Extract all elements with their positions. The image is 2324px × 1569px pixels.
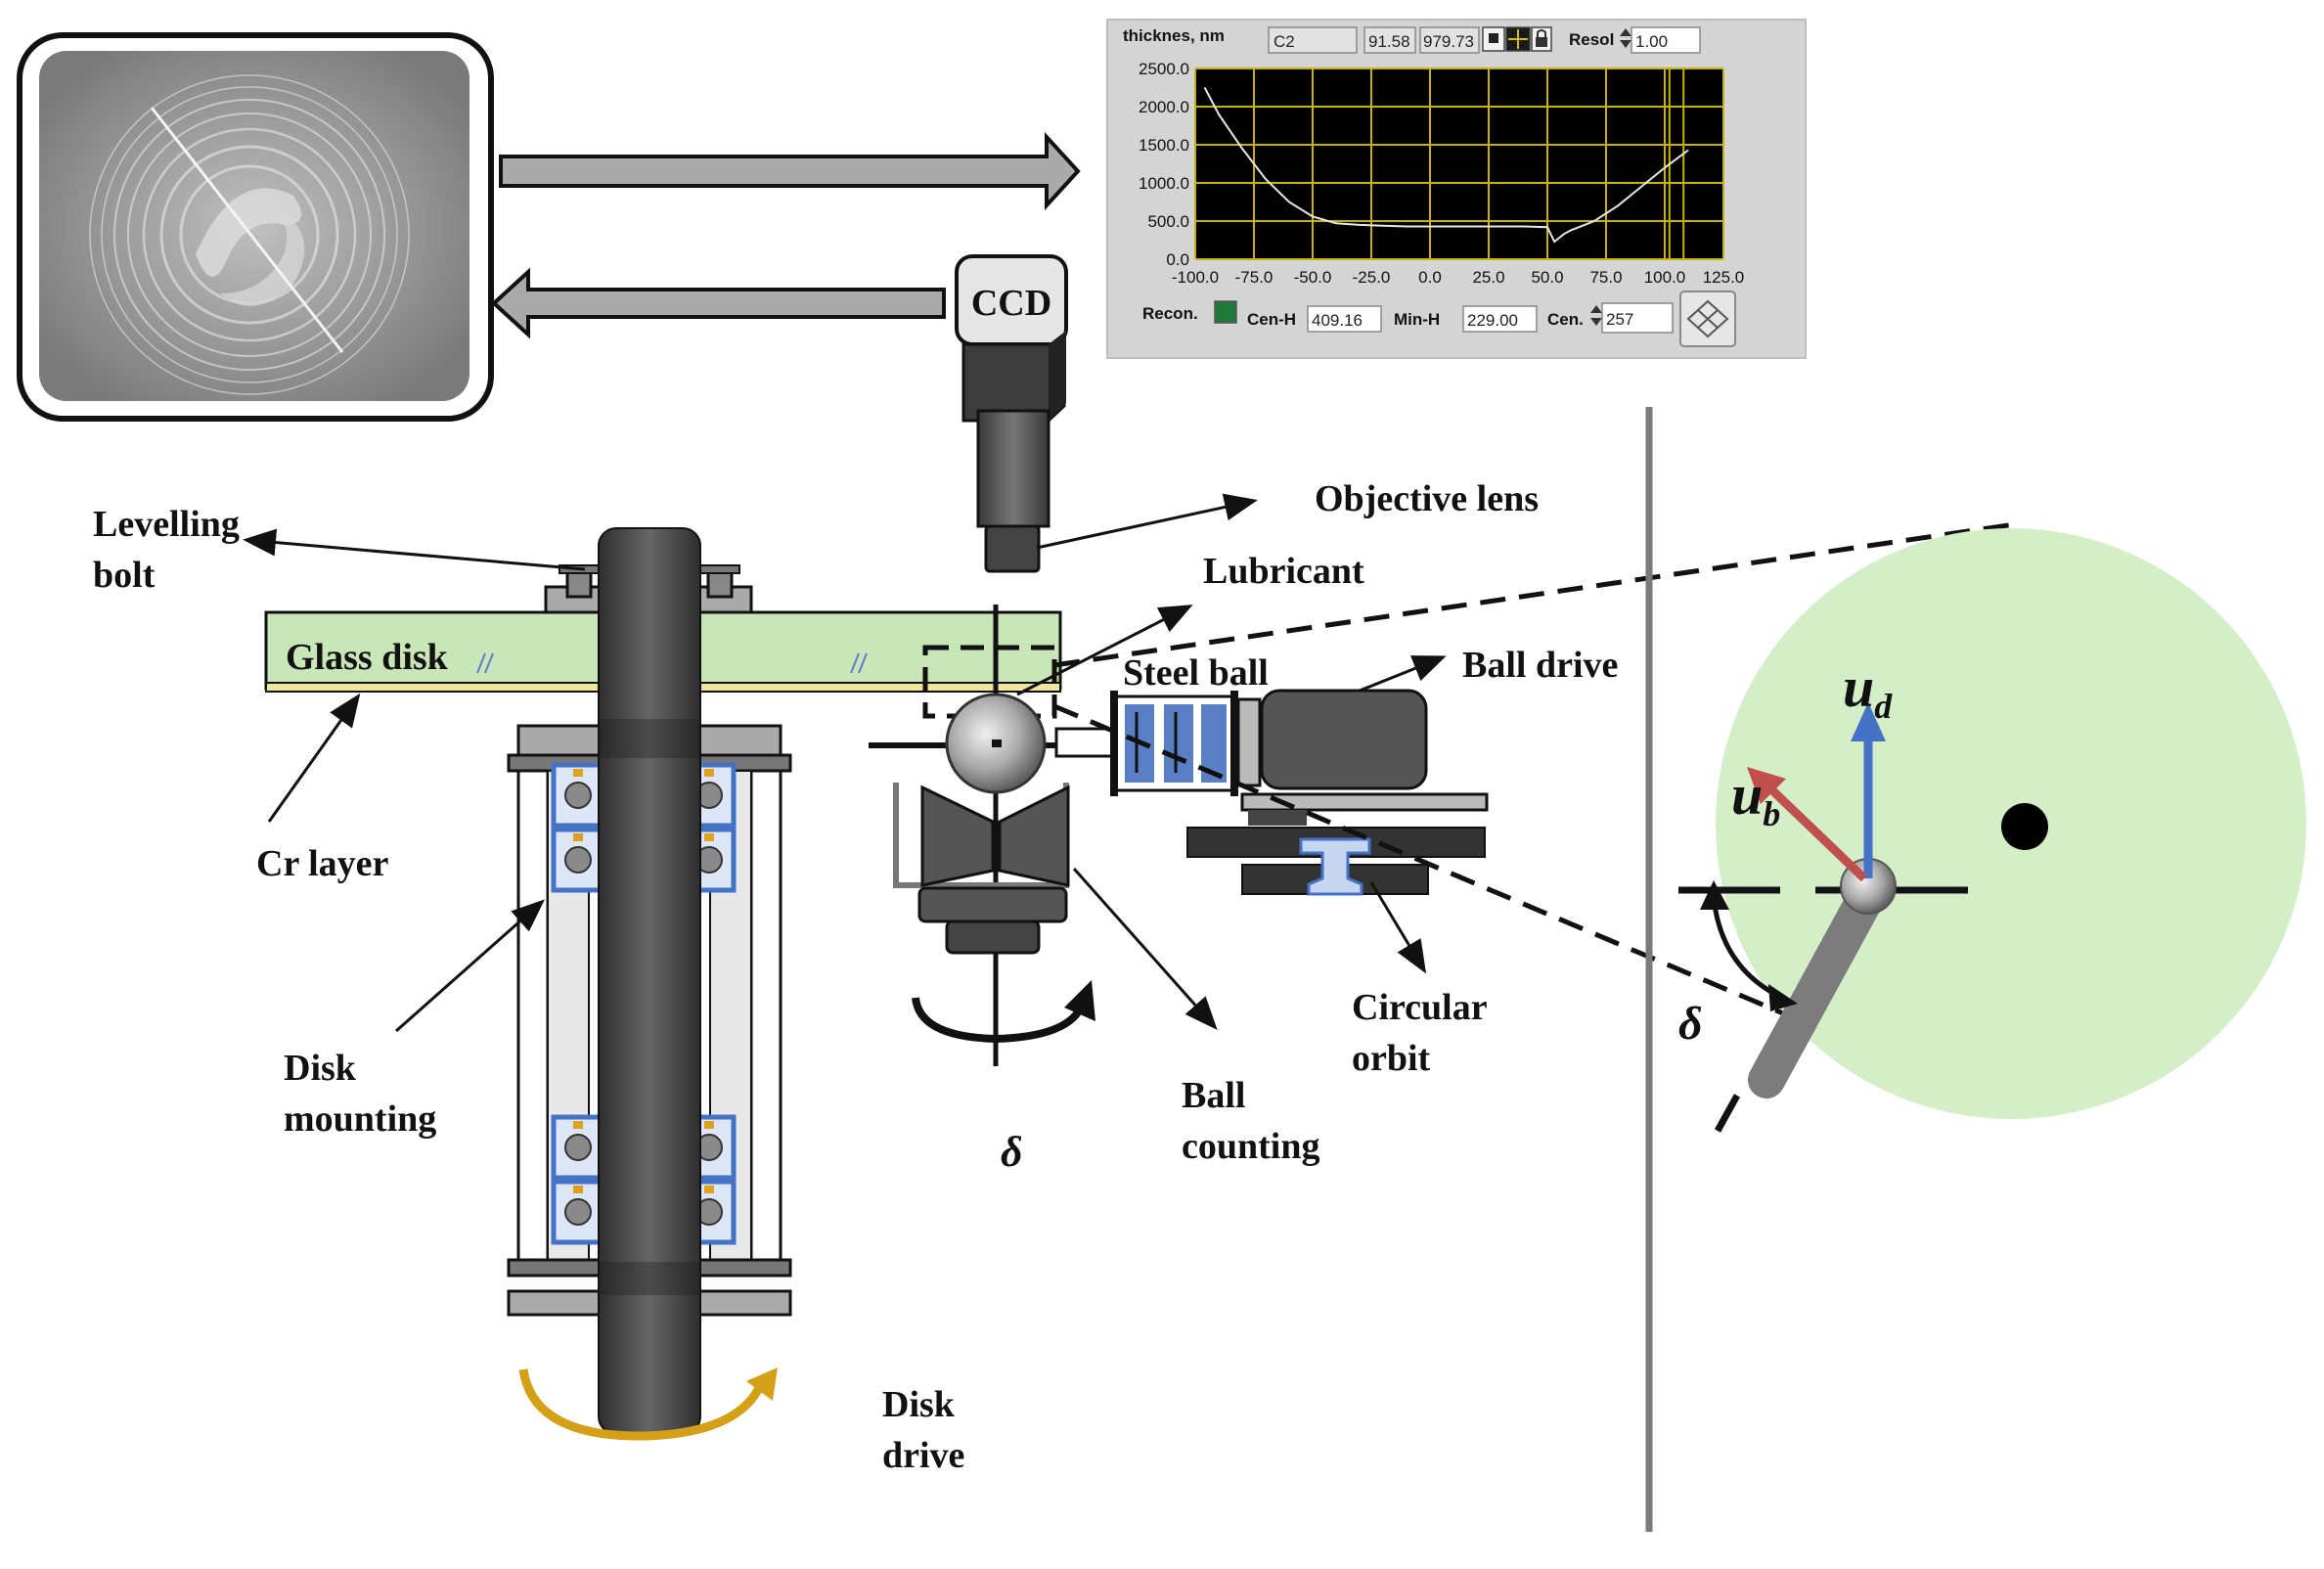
y-tick-label: 2000.0 [1139, 98, 1189, 116]
recon-indicator[interactable] [1214, 300, 1237, 324]
projection-line-top [1053, 521, 2016, 668]
x-tick-label: 25.0 [1472, 268, 1504, 287]
interference-fringes [89, 74, 410, 395]
svg-text:257: 257 [1606, 310, 1633, 329]
top-view [1678, 528, 2306, 1133]
thickness-profile-line [1203, 87, 1689, 244]
ball-bearing [551, 762, 605, 829]
bolt-label: bolt [93, 555, 156, 596]
svg-text:229.00: 229.00 [1467, 311, 1518, 330]
minh-label: Min-H [1394, 310, 1440, 329]
objective-lens-label: Objective lens [1315, 478, 1539, 519]
x-tick-label: 125.0 [1703, 268, 1745, 287]
x-tick-label: 50.0 [1531, 268, 1563, 287]
resol-label: Resol [1569, 30, 1614, 49]
ball-drive-label: Ball drive [1462, 645, 1618, 686]
plot-grid [1194, 67, 1724, 260]
cenh-label: Cen-H [1247, 310, 1296, 329]
counting-label: counting [1182, 1126, 1319, 1167]
disk-shaft [598, 527, 701, 1435]
cenh-input[interactable] [1307, 305, 1382, 333]
svg-text:979.73: 979.73 [1423, 32, 1474, 51]
levelling-label: Levelling [93, 504, 240, 545]
ccd-label: CCD [971, 283, 1051, 324]
resol-input[interactable] [1631, 26, 1701, 54]
navigate-diamond-icon [1686, 299, 1729, 338]
x-tick-label: 0.0 [1418, 268, 1442, 287]
leader-lines [243, 493, 1447, 1033]
glass-disk-label: Glass disk [286, 637, 449, 678]
plot-area [1195, 68, 1723, 259]
svg-text:409.16: 409.16 [1312, 311, 1363, 330]
ball-holder-assembly [869, 605, 1489, 1066]
disk-mounting-assembly [264, 527, 1062, 1441]
resol-stepper-down-icon[interactable] [1620, 40, 1631, 48]
cen-stepper-down-icon[interactable] [1590, 318, 1602, 326]
x-tick-label: 75.0 [1589, 268, 1622, 287]
lubricant-label: Lubricant [1203, 551, 1364, 592]
disk-drive-label-2: drive [882, 1435, 964, 1476]
steel-ball-label: Steel ball [1123, 652, 1269, 694]
field-c[interactable] [1268, 26, 1358, 54]
signal-arrow-left [491, 267, 946, 339]
x-tick-label: -100.0 [1172, 268, 1219, 287]
monitor [17, 32, 494, 422]
circular-label: Circular [1352, 987, 1488, 1028]
x-tick-label: -75.0 [1235, 268, 1274, 287]
orbit-label: orbit [1352, 1038, 1431, 1079]
svg-text:1.00: 1.00 [1635, 32, 1668, 51]
ball-bearing [551, 1114, 605, 1181]
cen-label: Cen. [1547, 310, 1584, 329]
recon-label: Recon. [1142, 304, 1198, 323]
y-tick-label: 500.0 [1147, 212, 1189, 231]
svg-text:91.58: 91.58 [1368, 32, 1410, 51]
field-v1[interactable] [1363, 26, 1416, 54]
plot-ticks: -100.0 -75.0 -50.0 -25.0 0.0 25.0 50.0 75.0 100.… [1139, 60, 1744, 287]
ball-bearing [551, 827, 605, 893]
ccd-camera: CCD [955, 254, 1068, 573]
mounting-label: mounting [284, 1098, 436, 1140]
plot-series [1203, 87, 1689, 244]
levelling-bolt-left [565, 567, 593, 599]
disk-drive-rotation-arrow [518, 1368, 768, 1441]
ub-label: ub [1731, 763, 1780, 833]
svg-text:C2: C2 [1274, 32, 1295, 51]
ud-label: ud [1843, 655, 1893, 726]
cen-input[interactable] [1601, 302, 1674, 334]
y-tick-label: 1000.0 [1139, 174, 1189, 193]
disk-drive-label-1: Disk [882, 1384, 956, 1425]
panel-title: thicknes, nm [1123, 26, 1225, 45]
ball-rotation-arrow [912, 997, 1085, 1044]
y-tick-label: 0.0 [1166, 250, 1189, 269]
resol-stepper-up-icon[interactable] [1620, 28, 1631, 36]
ball-bearing [551, 1179, 605, 1245]
signal-arrow-right [499, 131, 1081, 211]
delta-label-side: δ [1001, 1128, 1023, 1176]
y-tick-label: 1500.0 [1139, 136, 1189, 155]
x-tick-label: -50.0 [1294, 268, 1332, 287]
ball-label: Ball [1182, 1075, 1245, 1116]
ball-drive-motor [1260, 689, 1428, 790]
cr-layer-label: Cr layer [256, 843, 389, 884]
disk-center-dot [2001, 803, 2048, 850]
minh-input[interactable] [1462, 305, 1538, 333]
field-v2[interactable] [1419, 26, 1480, 54]
y-tick-label: 2500.0 [1139, 60, 1189, 78]
cen-stepper-up-icon[interactable] [1590, 305, 1602, 313]
x-tick-label: -25.0 [1353, 268, 1391, 287]
x-tick-label: 100.0 [1644, 268, 1686, 287]
thickness-panel: thicknes, nm C2 91.58 979.73 Resol 1.00 … [1106, 19, 1807, 359]
disk-label: Disk [284, 1048, 357, 1089]
delta-label-top: δ [1678, 998, 1703, 1050]
ball-arm [1748, 872, 1889, 1098]
ub-arrow [1766, 784, 1868, 882]
circular-orbit-rail [1299, 837, 1371, 896]
